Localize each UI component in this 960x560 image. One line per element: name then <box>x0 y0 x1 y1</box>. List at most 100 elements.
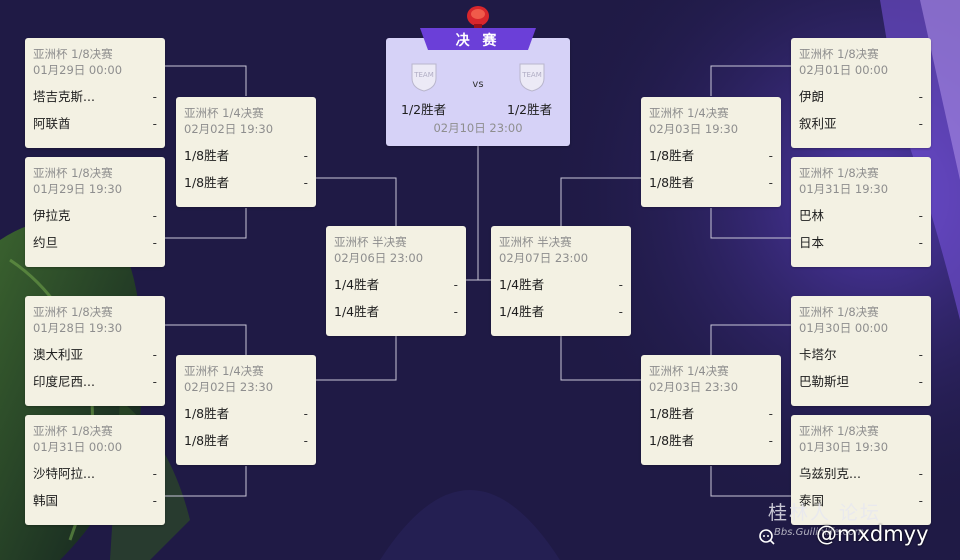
team-row: 乌兹别克... - <box>799 466 923 482</box>
match-stage: 亚洲杯 1/8决赛 <box>33 166 113 180</box>
team-score: - <box>768 407 773 421</box>
home-badge-text: TEAM <box>413 71 434 79</box>
team-score: - <box>768 149 773 163</box>
team-name: 1/8胜者 <box>649 406 695 421</box>
team-name: 1/8胜者 <box>649 148 695 163</box>
team-row: 澳大利亚 - <box>33 347 157 363</box>
match-card-qf-1[interactable]: 亚洲杯 1/4决赛 02月02日 19:30 1/8胜者- 1/8胜者- <box>176 97 316 207</box>
team-score: - <box>152 90 157 104</box>
match-time: 02月03日 19:30 <box>649 122 739 136</box>
match-time: 02月02日 23:30 <box>184 380 274 394</box>
match-stage: 亚洲杯 1/8决赛 <box>33 47 113 61</box>
match-card-r16-5[interactable]: 亚洲杯 1/8决赛 02月01日 00:00 伊朗- 叙利亚- <box>791 38 931 148</box>
team-name: 巴林 <box>799 208 825 223</box>
final-away-team: 1/2胜者 <box>507 102 553 117</box>
team-row: 1/8胜者- <box>184 175 308 191</box>
team-row: 泰国- <box>799 493 923 509</box>
team-row: 1/8胜者- <box>649 175 773 191</box>
team-name: 1/4胜者 <box>499 304 545 319</box>
team-name: 1/4胜者 <box>334 277 380 292</box>
team-score: - <box>918 236 923 250</box>
team-name: 1/4胜者 <box>499 277 545 292</box>
team-score: - <box>918 494 923 508</box>
match-stage: 亚洲杯 1/8决赛 <box>799 47 879 61</box>
match-stage: 亚洲杯 1/8决赛 <box>799 166 879 180</box>
team-score: - <box>918 90 923 104</box>
match-stage: 亚洲杯 1/8决赛 <box>33 305 113 319</box>
team-badge-icon: TEAM <box>411 63 437 92</box>
match-time: 01月29日 19:30 <box>33 182 123 196</box>
match-card-sf-2[interactable]: 亚洲杯 半决赛 02月07日 23:00 1/4胜者- 1/4胜者- <box>491 226 631 336</box>
match-time: 02月06日 23:00 <box>334 251 424 265</box>
watermark-site: 桂林人 论坛 <box>768 502 882 524</box>
team-score: - <box>453 305 458 319</box>
final-home-team: 1/2胜者 <box>401 102 447 117</box>
team-row: 1/8胜者- <box>649 433 773 449</box>
match-card-qf-3[interactable]: 亚洲杯 1/4决赛 02月03日 19:30 1/8胜者- 1/8胜者- <box>641 97 781 207</box>
match-stage: 亚洲杯 1/4决赛 <box>184 364 264 378</box>
team-row: 约旦- <box>33 235 157 251</box>
team-name: 伊朗 <box>799 89 825 104</box>
match-card-r16-6[interactable]: 亚洲杯 1/8决赛 01月31日 19:30 巴林- 日本- <box>791 157 931 267</box>
team-row: 1/8胜者 - <box>649 148 773 164</box>
match-card-r16-4[interactable]: 亚洲杯 1/8决赛 01月31日 00:00 沙特阿拉... - 韩国- <box>25 415 165 525</box>
chat-bubble-icon <box>759 529 775 545</box>
match-stage: 亚洲杯 1/4决赛 <box>649 364 729 378</box>
team-name: 塔吉克斯... <box>33 89 95 104</box>
team-name: 澳大利亚 <box>33 347 84 362</box>
team-row: 韩国- <box>33 493 157 509</box>
team-row: 巴勒斯坦- <box>799 374 923 390</box>
team-name: 伊拉克 <box>33 208 71 223</box>
team-name: 印度尼西... <box>33 374 95 389</box>
final-match-card[interactable]: 决 赛 TEAM TEAM vs 1/2胜者 1/2胜者 02月10日 23:0… <box>386 28 570 146</box>
final-tag-banner <box>420 28 536 50</box>
team-name: 乌兹别克... <box>799 466 861 481</box>
team-row: 1/8胜者- <box>184 406 308 422</box>
match-time: 01月31日 00:00 <box>33 440 123 454</box>
match-stage: 亚洲杯 1/8决赛 <box>799 424 879 438</box>
team-name: 约旦 <box>33 235 59 250</box>
team-score: - <box>918 209 923 223</box>
team-name: 沙特阿拉... <box>33 466 95 481</box>
team-row: 1/8胜者 - <box>649 406 773 422</box>
match-card-qf-4[interactable]: 亚洲杯 1/4决赛 02月03日 23:30 1/8胜者- 1/8胜者- <box>641 355 781 465</box>
team-name: 1/8胜者 <box>184 148 230 163</box>
team-row: 阿联酋 - <box>33 116 157 132</box>
team-score: - <box>303 434 308 448</box>
team-score: - <box>453 278 458 292</box>
team-name: 日本 <box>799 235 825 250</box>
match-time: 02月07日 23:00 <box>499 251 589 265</box>
match-time: 01月30日 00:00 <box>799 321 889 335</box>
match-stage: 亚洲杯 半决赛 <box>334 235 407 249</box>
team-score: - <box>152 375 157 389</box>
team-score: - <box>152 494 157 508</box>
team-row: 伊朗 - <box>799 89 923 105</box>
match-card-r16-7[interactable]: 亚洲杯 1/8决赛 01月30日 00:00 卡塔尔- 巴勒斯坦- <box>791 296 931 406</box>
match-card-qf-2[interactable]: 亚洲杯 1/4决赛 02月02日 23:30 1/8胜者- 1/8胜者- <box>176 355 316 465</box>
team-row: 1/8胜者- <box>184 148 308 164</box>
match-card-sf-1[interactable]: 亚洲杯 半决赛 02月06日 23:00 1/4胜者 - 1/4胜者 - <box>326 226 466 336</box>
vs-label: vs <box>472 79 484 90</box>
match-card-r16-1[interactable]: 亚洲杯 1/8决赛 01月29日 00:00 塔吉克斯...- 阿联酋- <box>25 38 165 148</box>
team-row: 1/4胜者 - <box>499 277 623 293</box>
team-score: - <box>152 348 157 362</box>
team-row: 卡塔尔- <box>799 347 923 363</box>
team-row: 1/4胜者 - <box>334 277 458 293</box>
match-card-r16-2[interactable]: 亚洲杯 1/8决赛 01月29日 19:30 伊拉克- 约旦- <box>25 157 165 267</box>
team-score: - <box>918 467 923 481</box>
match-card-r16-3[interactable]: 亚洲杯 1/8决赛 01月28日 19:30 澳大利亚- 印度尼西...- <box>25 296 165 406</box>
team-score: - <box>618 278 623 292</box>
team-name: 1/4胜者 <box>334 304 380 319</box>
team-row: 巴林 - <box>799 208 923 224</box>
match-card-r16-8[interactable]: 亚洲杯 1/8决赛 01月30日 19:30 乌兹别克...- 泰国- <box>791 415 931 525</box>
match-stage: 亚洲杯 1/4决赛 <box>184 106 264 120</box>
team-score: - <box>768 176 773 190</box>
watermark-handle: @mxdmyy <box>816 522 929 546</box>
team-row: 伊拉克- <box>33 208 157 224</box>
team-score: - <box>152 117 157 131</box>
team-score: - <box>768 434 773 448</box>
team-name: 阿联酋 <box>33 116 71 131</box>
match-stage: 亚洲杯 1/8决赛 <box>33 424 113 438</box>
team-name: 卡塔尔 <box>799 347 837 362</box>
